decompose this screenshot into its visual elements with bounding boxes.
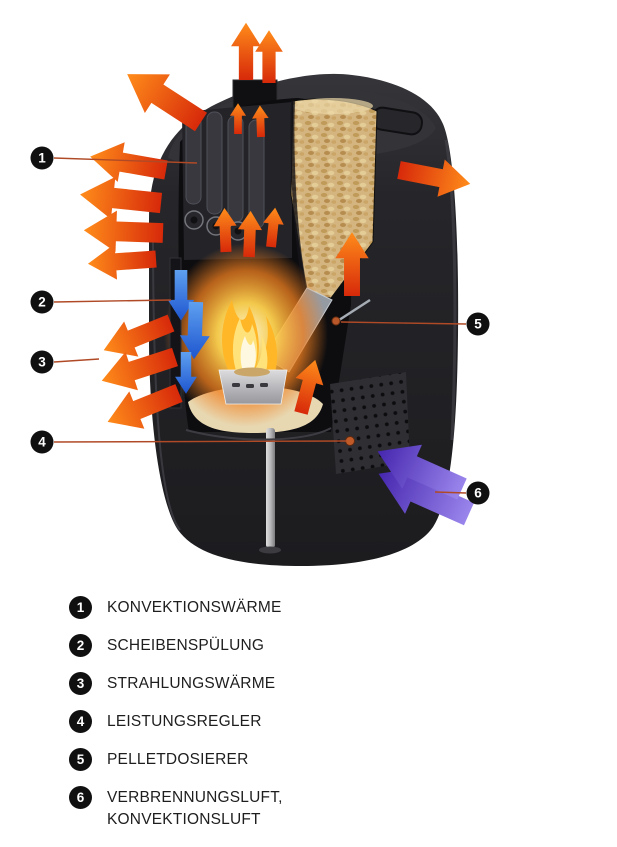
callout-badge-4: 4 [30,430,54,454]
combustion-chamber [164,243,328,433]
pellet-doser-rod [335,298,371,324]
callout-line-1 [53,157,198,164]
base-seam [185,427,332,441]
power-regulator-knob [345,436,355,446]
legend-item-verbrennungsluft: 6 VERBRENNUNGSLUFT, KONVEKTIONSLUFT [69,786,283,831]
air-grille [330,372,410,474]
legend-item-konvektionswaerme: 1 KONVEKTIONSWÄRME [69,596,283,619]
legend-label-1: KONVEKTIONSWÄRME [107,599,282,616]
legend-label-2: SCHEIBENSPÜLUNG [107,637,265,654]
legend-label-4: LEISTUNGSREGLER [107,713,262,730]
cutaway-interior [164,98,378,433]
callout-line-3 [53,358,100,363]
callout-line-6 [434,491,467,494]
legend-item-strahlungswaerme: 3 STRAHLUNGSWÄRME [69,672,283,695]
burn-pot [218,367,288,405]
callout-line-5 [340,321,467,325]
callout-line-2 [53,299,172,303]
legend-badge-4: 4 [69,710,92,733]
legend-label-6-line2: KONVEKTIONSLUFT [107,811,261,828]
legend: 1 KONVEKTIONSWÄRME 2 SCHEIBENSPÜLUNG 3 S… [69,596,283,846]
legend-badge-2: 2 [69,634,92,657]
pellet-doser-point [331,316,341,326]
legend-badge-6: 6 [69,786,92,809]
callout-badge-3: 3 [30,350,54,374]
callout-badge-6: 6 [466,481,490,505]
legend-badge-3: 3 [69,672,92,695]
callout-line-4 [53,440,347,443]
support-rod [259,428,281,554]
legend-badge-5: 5 [69,748,92,771]
legend-label-6: VERBRENNUNGSLUFT, KONVEKTIONSLUFT [107,786,283,831]
callout-badge-1: 1 [30,146,54,170]
callout-badge-2: 2 [30,290,54,314]
legend-item-leistungsregler: 4 LEISTUNGSREGLER [69,710,283,733]
callout-badge-5: 5 [466,312,490,336]
legend-item-pelletdosierer: 5 PELLETDOSIERER [69,748,283,771]
stove-illustration [53,22,480,566]
legend-label-6-line1: VERBRENNUNGSLUFT, [107,789,283,806]
heat-exchanger [182,102,292,260]
legend-label-5: PELLETDOSIERER [107,751,249,768]
legend-label-3: STRAHLUNGSWÄRME [107,675,276,692]
legend-badge-1: 1 [69,596,92,619]
callout-lines [53,157,467,494]
legend-item-scheibenspuelung: 2 SCHEIBENSPÜLUNG [69,634,283,657]
